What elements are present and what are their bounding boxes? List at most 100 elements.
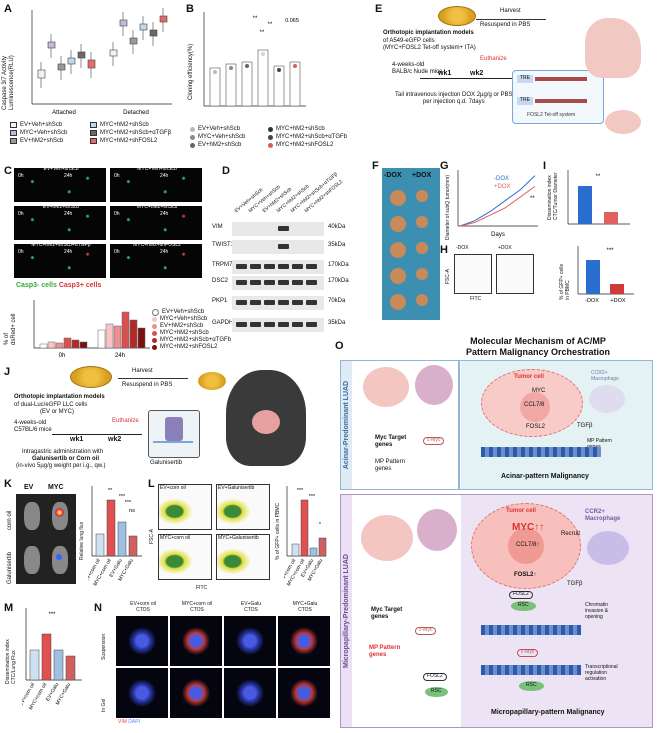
panel-b-sig: ** <box>260 30 265 36</box>
svg-text:**: ** <box>108 488 113 494</box>
size-marker: 35kDa <box>328 242 346 248</box>
panel-label-j: J <box>4 366 11 378</box>
blot-band <box>250 300 261 305</box>
flow-plot-label: MYC+corn oil <box>160 535 191 541</box>
data-point <box>293 64 297 68</box>
panel-b-legend: EV+Veh+shScb MYC+hM2+shScb MYC+Veh+shScb… <box>190 126 365 149</box>
bar <box>289 61 301 107</box>
bar <box>117 521 127 557</box>
bar <box>65 655 76 681</box>
blot-band <box>306 280 317 285</box>
blot-band <box>306 300 317 305</box>
bar <box>291 543 300 557</box>
panel-e-resuspend: Resuspend in PBS <box>480 22 531 28</box>
blot-band <box>236 300 247 305</box>
flow-cytometry-plot: MYC+corn oil <box>158 534 212 580</box>
boxplot-box <box>139 23 148 31</box>
svg-text:+DOX: +DOX <box>610 298 625 304</box>
panel-a-group-detached: Detached <box>123 110 149 116</box>
flow-plot-label: MYC+Galunisertib <box>218 535 259 541</box>
flow-cytometry-plot: EV+Galunisertib <box>216 484 270 530</box>
tumor-specimen <box>416 190 428 202</box>
panel-l-ylabel2: % of GFP+ cells in PBMC <box>275 502 281 560</box>
data-point <box>245 64 249 68</box>
svg-text:+DOX: +DOX <box>494 184 511 190</box>
bar <box>106 499 116 557</box>
panel-h-xlabel: FITC <box>470 296 482 302</box>
boxplot-box <box>77 51 86 59</box>
blot-band <box>236 322 247 327</box>
tumor-specimen <box>390 294 406 310</box>
bar <box>41 633 52 681</box>
panel-o-title: Molecular Mechanism of AC/MP Pattern Mal… <box>465 336 611 357</box>
blot-band <box>292 264 303 269</box>
boxplot-box <box>57 63 66 71</box>
time-label: 0h <box>18 249 24 255</box>
panel-j-euth: Euthanize <box>112 418 139 424</box>
ctos-image <box>278 668 330 718</box>
panel-k-ev: EV <box>24 484 34 491</box>
panel-label-o: O <box>335 340 344 352</box>
panel-b-ylabel: Cloning efficiency(%) <box>188 43 194 100</box>
tumor-specimen <box>416 268 428 280</box>
panel-e-wk2: wk2 <box>470 70 484 77</box>
legend-item: MYC+hM2+shScb <box>90 122 180 129</box>
panel-o-micropapillary-box: Micropapillary-Predominant LUAD Myc Targ… <box>340 494 653 728</box>
blot-band <box>292 322 303 327</box>
svg-text:ns: ns <box>129 508 135 514</box>
panel-l-xlabel: FITC <box>196 585 208 591</box>
data-point <box>261 52 265 56</box>
cell-dish-icon <box>438 6 476 26</box>
tet-off-box: TRE TRE FOSL2 Tet-off system <box>512 70 604 124</box>
panel-a-legend: EV+Veh+shScb MYC+hM2+shScb MYC+Veh+shScb… <box>10 122 180 145</box>
panel-k-row2: Galunisertib <box>7 551 13 584</box>
panel-e-cells: of A549-eGFP cells <box>383 38 435 44</box>
microscopy-tile-label: MYC+hM2+shScb+αTGFβ <box>31 242 91 248</box>
blot-band <box>306 264 317 269</box>
protein-label: TWIST1 <box>212 242 234 248</box>
legend-item: MYC+hM2+shScb+αTGFb <box>268 134 365 141</box>
time-label: 0h <box>114 211 120 217</box>
svg-text:-DOX: -DOX <box>494 176 509 182</box>
time-label: 24h <box>160 211 169 217</box>
tumor-specimen <box>390 268 406 284</box>
data-point <box>277 68 281 72</box>
svg-text:***: *** <box>606 248 614 254</box>
tumor-cell-icon: Tumor cell MYC CCL7/8 FOSL2 <box>481 369 583 437</box>
ctos-column-label: EV+Galu CTOS <box>240 601 262 613</box>
legend-item: MYC+hM2+shScb <box>268 126 365 133</box>
galunisertib-diagram <box>148 410 200 458</box>
svg-text:**: ** <box>530 196 535 202</box>
blot-band <box>250 264 261 269</box>
panel-f-tumor-photo: -DOX +DOX <box>382 168 440 320</box>
svg-text:***: *** <box>297 488 304 494</box>
ctos-column-label: MYC+corn oil CTOS <box>181 601 213 613</box>
bar <box>71 339 80 349</box>
boxplot-box <box>37 69 46 79</box>
panel-e-mice: 4-weeks-old BALB/c Nude mice <box>392 62 443 75</box>
panel-label-b: B <box>186 3 194 15</box>
svg-text:24h: 24h <box>115 353 125 359</box>
blot-band <box>236 264 247 269</box>
blot-band <box>306 322 317 327</box>
bar <box>79 341 88 349</box>
panel-j-mice: 4-weeks-old C57BL/6 mice <box>14 420 52 433</box>
ctos-image <box>224 616 276 666</box>
panel-j-resuspend: Resuspend in PBS <box>122 382 173 388</box>
size-marker: 40kDa <box>328 224 346 230</box>
panel-j-cells: of dual-Luc/eGFP LLC cells <box>14 402 88 408</box>
black-mouse-icon <box>226 370 306 466</box>
protein-label: TRPM7 <box>212 262 233 268</box>
legend-item: MYC+hM2+shScb+αTGFβ <box>90 130 180 137</box>
data-point <box>213 70 217 74</box>
panel-j-wk1: wk1 <box>70 436 84 443</box>
bar <box>105 323 114 349</box>
bar <box>273 65 285 107</box>
boxplot-box <box>129 37 138 45</box>
timeline <box>52 434 142 435</box>
panel-label-n: N <box>94 602 102 614</box>
